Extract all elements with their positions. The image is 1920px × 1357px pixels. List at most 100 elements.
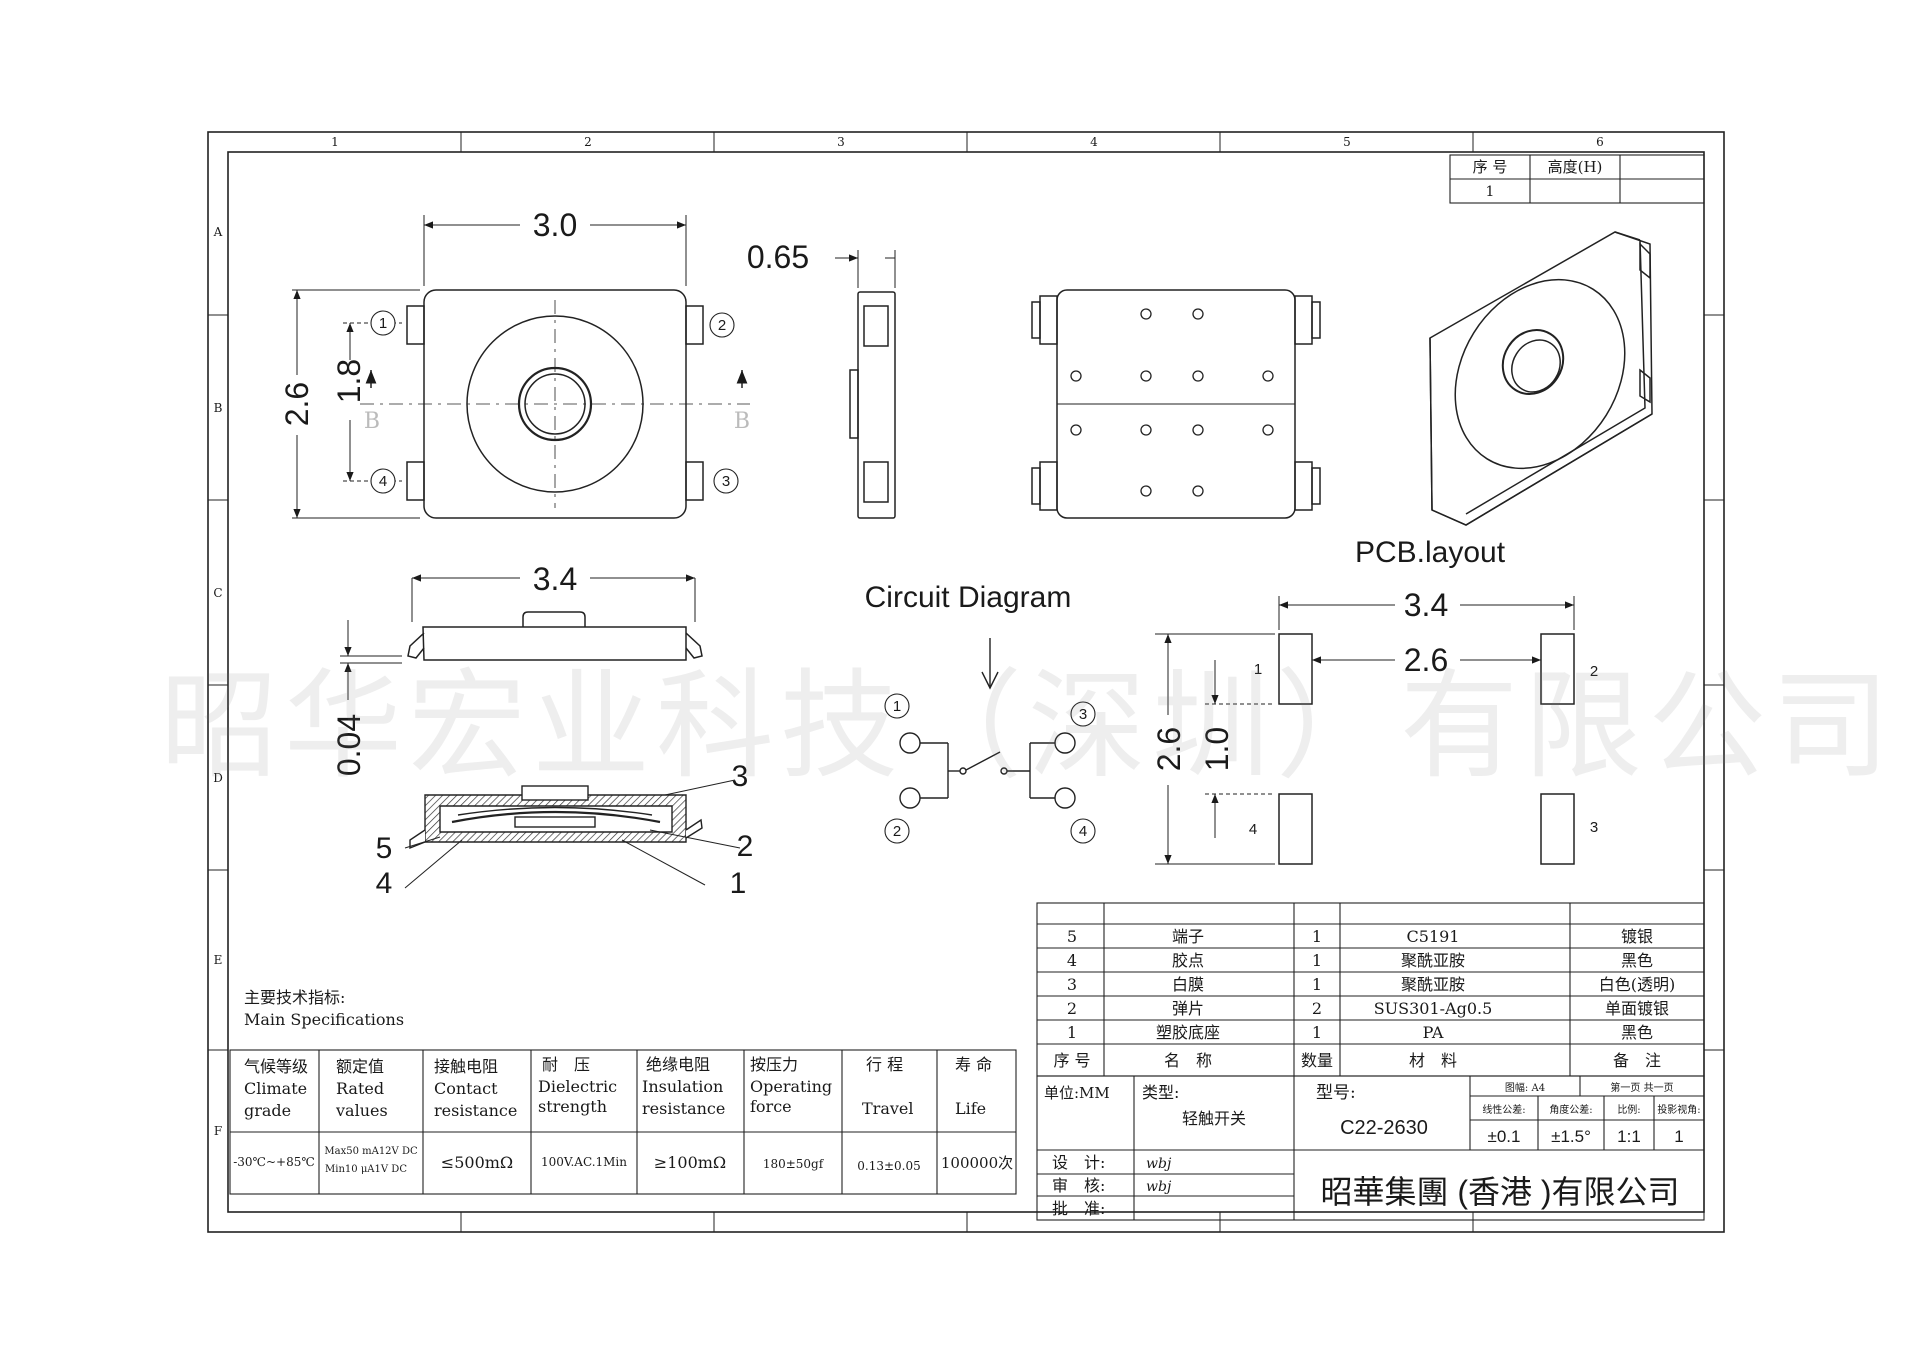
section-view [404,779,741,889]
tb-design-signature: wbj [1146,1156,1172,1172]
spec-h3-cn: 接触电阻 [434,1057,498,1076]
bom-row: 3 白膜 1 聚酰亚胺 白色(透明) [1067,975,1675,994]
circuit-diagram [884,638,1096,844]
tb-scale: 1:1 [1617,1127,1641,1146]
bom-row-material: PA [1423,1023,1444,1042]
isometric-view [1429,231,1653,526]
section-callouts: 1 2 3 4 5 [376,760,754,900]
zone-col-6: 6 [1596,135,1604,149]
dim-pcb-pad: 1.0 [1199,727,1235,771]
sheet-frame [207,131,1725,1233]
tb-design-label: 设 计: [1052,1153,1105,1172]
bom-row-note: 黑色 [1621,1023,1653,1042]
spec-h8-cn: 寿 命 [955,1055,992,1074]
circuit-pin-3: 3 [1079,706,1087,723]
tb-unit: 单位:MM [1044,1084,1110,1102]
tb-linear-tol: ±0.1 [1488,1127,1521,1146]
tb-company: 昭華集團 (香港 )有限公司 [1320,1174,1679,1210]
zone-labels: 1 2 3 4 5 6 A B C D E F [213,135,1604,1138]
spec-insulation: ≥100mΩ [654,1153,726,1172]
tb-proj: 1 [1674,1127,1683,1146]
callout-4: 4 [376,867,393,900]
height-table-row1: 1 [1486,184,1495,200]
bom-row: 4 胶点 1 聚酰亚胺 黑色 [1067,951,1653,970]
spec-h2-cn: 额定值 [336,1057,384,1076]
circuit-pin-4: 4 [1079,823,1087,840]
bom-row: 1 塑胶底座 1 PA 黑色 [1067,1023,1653,1042]
spec-force: 180±50gf [763,1157,825,1171]
callout-3: 3 [732,760,749,793]
bom-row-qty: 1 [1312,927,1322,946]
top-view-dimensions [292,215,687,519]
bom-row-name: 白膜 [1172,975,1204,994]
spec-dielectric: 100V.AC.1Min [541,1155,627,1169]
zone-row-f: F [214,1124,222,1138]
spec-h6-cn: 按压力 [750,1055,798,1074]
zone-col-1: 1 [331,135,339,149]
tb-model-label: 型号: [1316,1083,1356,1103]
bom-row-name: 端子 [1172,927,1204,946]
bom-row-note: 白色(透明) [1599,975,1676,994]
bom-row-no: 3 [1067,975,1077,994]
bom-row-qty: 1 [1312,951,1322,970]
spec-h1-cn: 气候等级 [244,1057,308,1076]
zone-row-d: D [213,771,223,785]
zone-row-c: C [213,586,222,600]
tb-type-value: 轻触开关 [1182,1109,1246,1128]
spec-h4-en2: strength [538,1097,607,1116]
spec-rated-1: Max50 mA12V DC [324,1146,418,1157]
bom-header-qty: 数量 [1301,1051,1333,1070]
bom-row-no: 5 [1067,927,1077,946]
specs-headers: 气候等级 Climate grade 额定值 Rated values 接触电阻… [244,1055,992,1120]
zone-col-4: 4 [1090,135,1098,149]
title-block-text: 单位:MM 类型: 轻触开关 型号: C22-2630 图幅: A4 第一页 共… [1044,1081,1701,1218]
spec-h8-en2: Life [955,1099,986,1118]
bom-header-name: 名 称 [1164,1051,1212,1070]
dim-side-width: 3.4 [533,561,577,597]
bom-row-no: 2 [1067,999,1077,1018]
spec-life: 100000次 [941,1154,1013,1172]
zone-col-5: 5 [1343,135,1351,149]
bottom-view [1031,289,1321,519]
dim-pcb-width: 3.4 [1404,587,1448,623]
dim-thickness: 0.65 [747,239,809,275]
side-view [835,250,896,519]
bom-row-note: 单面镀银 [1605,999,1669,1018]
bom-row-no: 4 [1067,951,1077,970]
bom-row-name: 塑胶底座 [1156,1023,1220,1042]
zone-col-2: 2 [584,135,592,149]
spec-h3-en2: resistance [434,1101,517,1120]
spec-h5-en2: resistance [642,1099,725,1118]
spec-h4-en1: Dielectric [538,1077,617,1096]
specs-heading-cn: 主要技术指标: [244,988,345,1007]
tb-check-label: 审 核: [1052,1176,1105,1195]
dim-pcb-pitch: 2.6 [1404,642,1448,678]
spec-rated-2: Min10 μA1V DC [325,1164,407,1175]
callout-5: 5 [376,832,393,865]
spec-h5-cn: 绝缘电阻 [646,1055,710,1074]
bom-row-note: 黑色 [1621,951,1653,970]
bom-row-name: 胶点 [1172,951,1204,970]
section-mark-right: B [734,409,750,434]
tb-angle-tol: ±1.5° [1551,1127,1591,1146]
specs-table [229,1049,1017,1195]
bom-row-material: 聚酰亚胺 [1401,951,1465,970]
pcb-layout [1155,596,1575,865]
tb-sheet-size: 图幅: A4 [1505,1081,1545,1094]
tb-angle-tol-label: 角度公差: [1549,1103,1592,1116]
pcb-pad-1: 1 [1254,661,1262,678]
callout-2: 2 [737,830,754,863]
pcb-pad-4: 4 [1249,821,1257,838]
bom-row-qty: 1 [1312,1023,1322,1042]
spec-h1-en1: Climate [244,1079,307,1098]
bom-row: 2 弹片 2 SUS301-Ag0.5 单面镀银 [1067,999,1669,1018]
bom-row-qty: 2 [1312,999,1322,1018]
top-view [360,289,750,519]
spec-contact: ≤500mΩ [441,1153,513,1172]
section-mark-left: B [364,409,380,434]
bom-row-note: 镀银 [1621,927,1653,946]
spec-h7-cn: 行 程 [866,1055,903,1074]
circuit-title: Circuit Diagram [865,581,1072,614]
front-elevation [340,574,703,700]
